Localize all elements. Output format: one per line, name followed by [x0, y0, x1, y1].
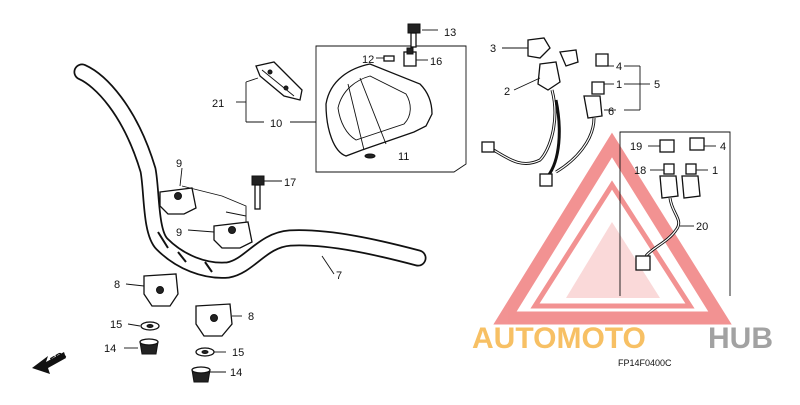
callout-1-bottom: 1 [712, 165, 718, 177]
callout-6: 6 [608, 106, 614, 118]
cover-assembly-box [315, 45, 467, 173]
front-direction-label: FR. [49, 349, 69, 367]
handlebar-cover [325, 63, 433, 159]
switch-harness-2 [481, 37, 579, 187]
callout-8-left: 8 [114, 279, 120, 291]
lower-holder-left [143, 273, 179, 307]
callout-10: 10 [270, 118, 282, 130]
callout-16: 16 [430, 56, 442, 68]
callout-9-bottom: 9 [176, 227, 182, 239]
upper-holder-left [159, 187, 197, 215]
callout-1-top: 1 [616, 79, 622, 91]
callout-12: 12 [362, 54, 374, 66]
callout-5: 5 [654, 79, 660, 91]
callout-17: 17 [284, 177, 296, 189]
screw-12 [376, 55, 395, 62]
diagram-code: FP14F0400C [618, 358, 672, 368]
bracket-21 [255, 61, 303, 101]
callout-15-right: 15 [232, 347, 244, 359]
harness-6 [555, 53, 609, 174]
upper-holder-right [213, 221, 253, 249]
washer-left [140, 321, 160, 331]
callout-8-right: 8 [248, 311, 254, 323]
callout-14-left: 14 [104, 343, 116, 355]
subassembly-box [619, 131, 731, 296]
watermark-text: AUTOMOTO HUB [472, 322, 773, 355]
lower-holder-right [195, 303, 233, 337]
washer-right [195, 347, 215, 357]
callout-18: 18 [634, 165, 646, 177]
watermark-word-b: HUB [708, 322, 773, 355]
callout-20: 20 [696, 221, 708, 233]
callout-11: 11 [398, 151, 409, 163]
leader-lines [124, 47, 716, 373]
callout-3: 3 [490, 43, 496, 55]
handlebar [73, 63, 427, 279]
watermark-word-a: AUTOMOTO [472, 322, 646, 355]
callout-21: 21 [212, 98, 224, 110]
callout-4-top: 4 [616, 61, 622, 73]
clip-16 [403, 47, 417, 67]
callout-4-bottom: 4 [720, 141, 726, 153]
front-direction-arrow [32, 352, 66, 374]
callouts: 13 12 16 21 10 11 9 9 17 7 8 8 15 14 15 … [104, 27, 726, 379]
callout-14-right: 14 [230, 367, 242, 379]
callout-15-left: 15 [110, 319, 122, 331]
bolt-17 [251, 175, 282, 210]
bolt-13 [407, 23, 438, 48]
nut-right [191, 366, 211, 383]
callout-19: 19 [630, 141, 642, 153]
callout-7: 7 [336, 270, 342, 282]
callout-2: 2 [504, 86, 510, 98]
holder-outline-box [181, 185, 247, 222]
callout-13: 13 [444, 27, 456, 39]
nut-left [139, 338, 159, 355]
callout-9-top: 9 [176, 158, 182, 170]
watermark-logo [493, 132, 732, 325]
